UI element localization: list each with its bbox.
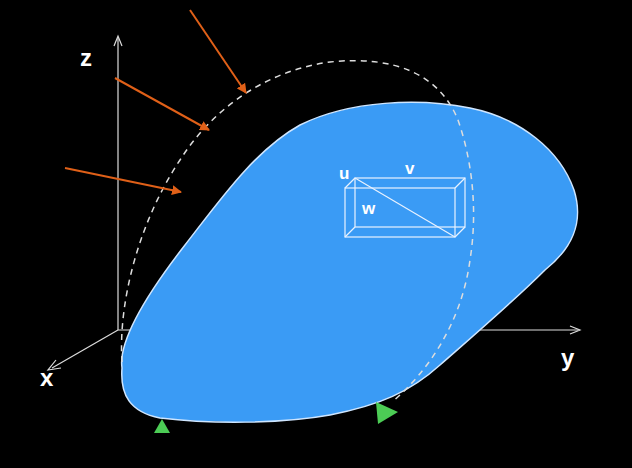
- support-symbol: [376, 402, 398, 424]
- support-symbol: [154, 419, 170, 433]
- displacement-label: w: [362, 200, 375, 217]
- load-arrows: [65, 10, 246, 192]
- displacement-label: u: [339, 165, 349, 182]
- axis-label: z: [80, 46, 92, 70]
- displacement-label: v: [405, 160, 414, 177]
- body-shape: [122, 102, 578, 422]
- element-cube: [345, 178, 465, 237]
- axis-label: x: [40, 366, 53, 390]
- axis-label: y: [561, 346, 574, 370]
